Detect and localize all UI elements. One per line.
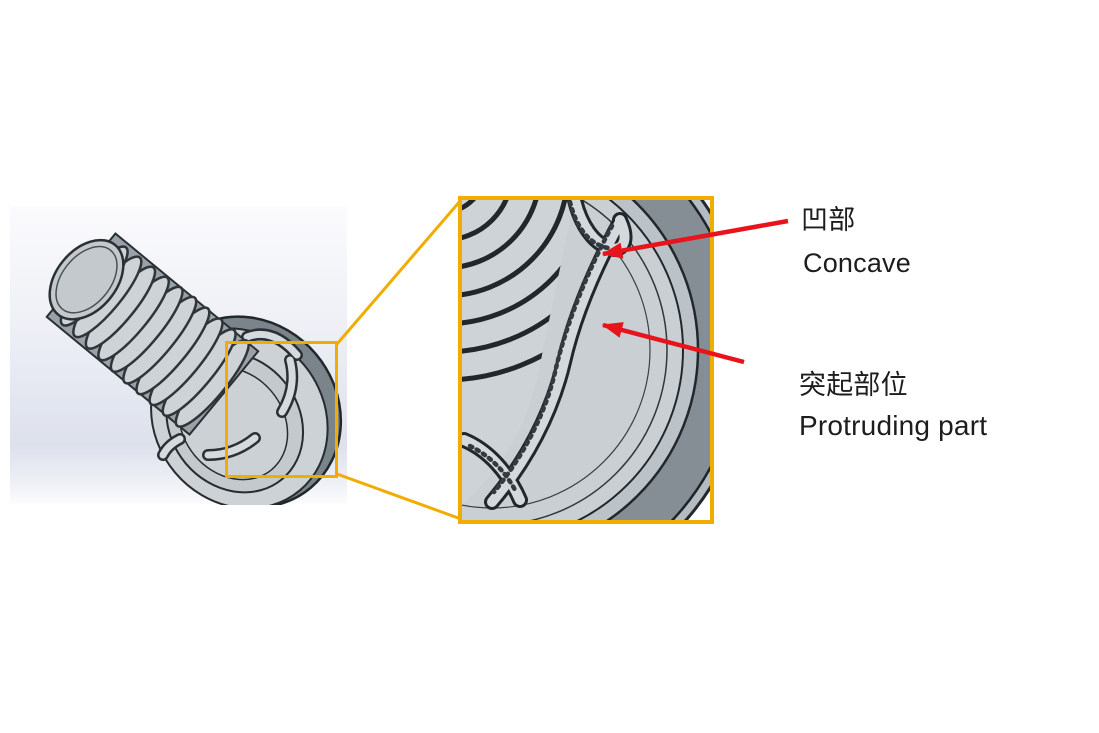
screw-overview-image bbox=[10, 207, 347, 505]
screw-overview-drawing bbox=[10, 207, 347, 505]
concave-label-en: Concave bbox=[803, 248, 911, 278]
concave-label-jp: 凹部 bbox=[801, 205, 856, 235]
detail-source-box bbox=[225, 341, 338, 478]
callout-connector-lines bbox=[335, 199, 463, 521]
detail-zoom-image bbox=[458, 196, 714, 524]
detail-zoom-drawing bbox=[462, 200, 710, 520]
protruding-label-en: Protruding part bbox=[799, 410, 988, 441]
protruding-label-jp: 突起部位 bbox=[799, 370, 908, 400]
